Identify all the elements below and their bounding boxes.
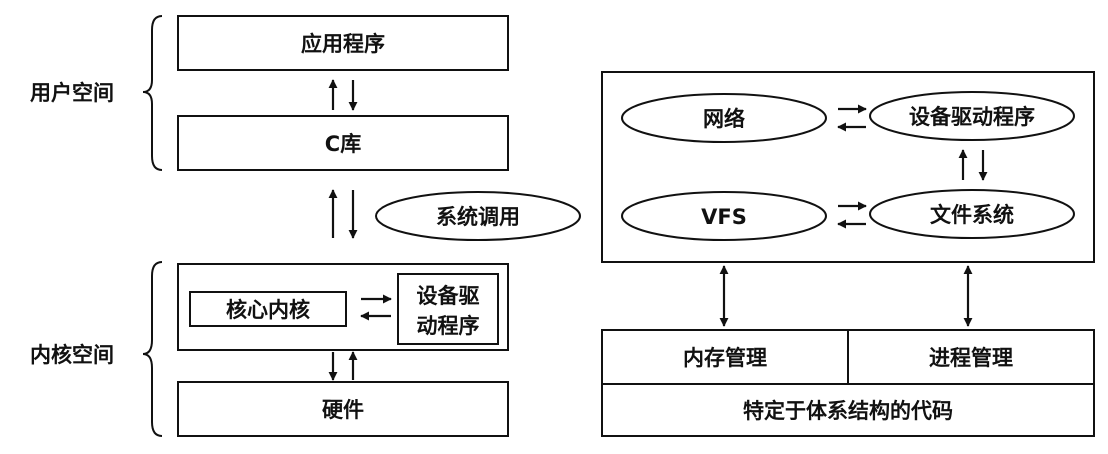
vfs-label: VFS	[701, 205, 747, 229]
application-label: 应用程序	[301, 32, 385, 56]
device-driver-ellipse	[869, 91, 1075, 141]
kernel-space-label: 内核空间	[30, 343, 114, 367]
hardware-label: 硬件	[322, 398, 364, 422]
system-call-ellipse	[375, 191, 581, 241]
application-box	[177, 15, 509, 71]
device-driver-ellipse-label: 设备驱动程序	[909, 105, 1035, 129]
process-management-box	[847, 329, 1095, 385]
architecture-code-label: 特定于体系结构的代码	[743, 399, 953, 423]
architecture-code-box	[601, 383, 1095, 437]
left-diagram: 用户空间 内核空间 应用程序 C库 系统调用 核心内核 设备驱 动程序	[30, 15, 581, 437]
kernel-space-brace	[142, 261, 163, 437]
system-call-label: 系统调用	[436, 205, 520, 229]
hardware-box	[177, 381, 509, 437]
device-driver-label-line1: 设备驱	[417, 284, 480, 308]
c-library-box	[177, 115, 509, 171]
user-space-brace	[142, 15, 163, 171]
process-management-label: 进程管理	[929, 346, 1013, 370]
filesystem-label: 文件系统	[930, 203, 1014, 227]
core-kernel-box	[189, 291, 347, 327]
network-ellipse	[621, 93, 827, 143]
right-diagram: 网络 设备驱动程序 VFS 文件系统 内存管理 进程管理 特定于体系结构的代码	[601, 71, 1095, 437]
filesystem-ellipse	[869, 189, 1075, 239]
device-driver-box	[397, 273, 499, 345]
user-space-label: 用户空间	[30, 81, 114, 105]
device-driver-label-line2: 动程序	[417, 314, 480, 338]
vfs-ellipse	[621, 191, 827, 241]
memory-management-label: 内存管理	[683, 346, 767, 370]
core-kernel-label: 核心内核	[226, 298, 310, 322]
c-library-label: C库	[325, 132, 361, 156]
network-label: 网络	[703, 107, 745, 131]
